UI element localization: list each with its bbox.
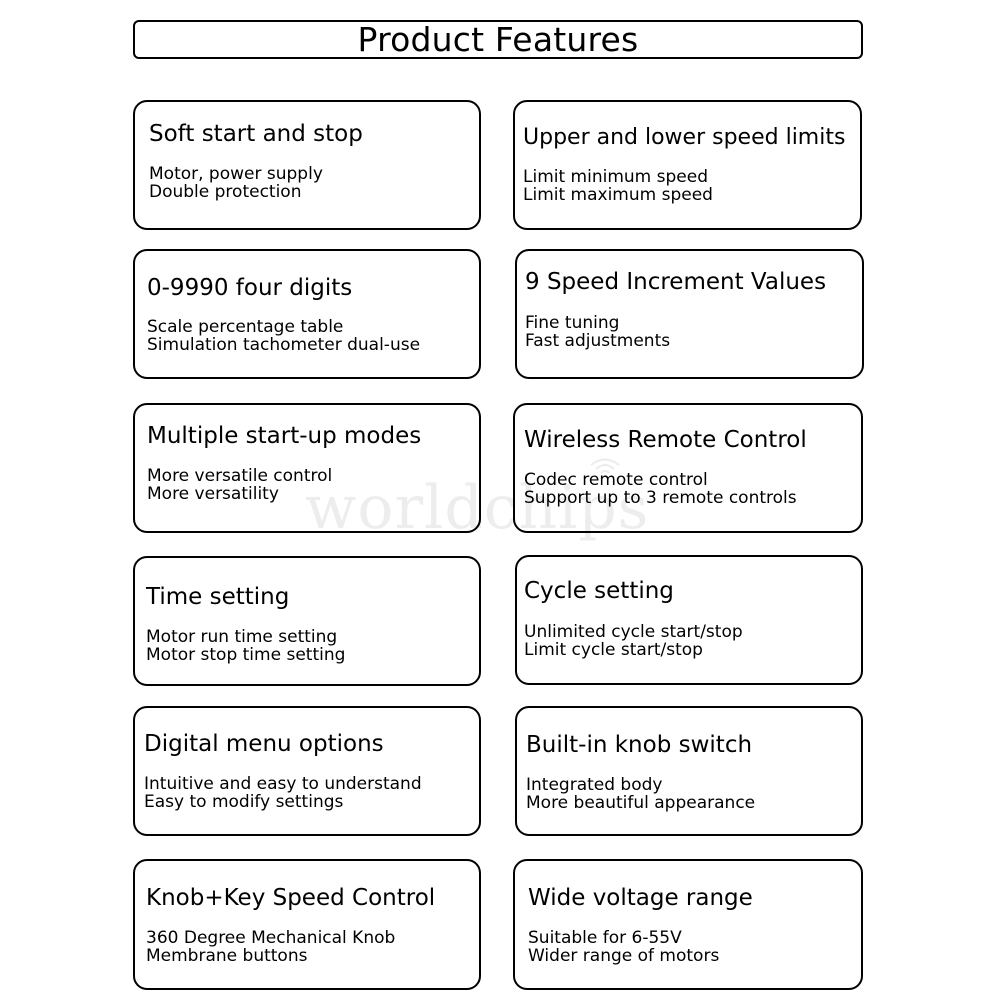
feature-card-cycle-setting: Cycle setting Unlimited cycle start/stop… [515,555,863,685]
feature-line: Motor run time setting [146,627,338,647]
feature-card-speed-increment: 9 Speed Increment Values Fine tuning Fas… [515,249,864,379]
feature-line: Double protection [149,182,302,202]
feature-description: Codec remote control Support up to 3 rem… [524,471,797,507]
feature-title: 0-9990 four digits [147,275,353,301]
feature-line: Motor stop time setting [146,645,346,665]
feature-description: Motor, power supply Double protection [149,165,323,201]
feature-line: Intuitive and easy to understand [144,774,422,794]
page-title: Product Features [133,20,863,59]
feature-title: Multiple start-up modes [147,423,422,449]
feature-line: Codec remote control [524,470,708,490]
feature-description: Integrated body More beautiful appearanc… [526,776,755,812]
feature-card-four-digits: 0-9990 four digits Scale percentage tabl… [133,249,481,379]
feature-line: Limit minimum speed [523,167,708,187]
feature-line: Suitable for 6-55V [528,928,682,948]
feature-description: Motor run time setting Motor stop time s… [146,628,345,664]
feature-line: Unlimited cycle start/stop [524,622,743,642]
feature-description: Scale percentage table Simulation tachom… [147,318,420,354]
feature-line: Scale percentage table [147,317,344,337]
feature-description: Intuitive and easy to understand Easy to… [144,775,422,811]
feature-line: Integrated body [526,775,663,795]
feature-card-voltage-range: Wide voltage range Suitable for 6-55V Wi… [513,859,863,990]
feature-line: Fast adjustments [525,331,671,351]
feature-description: Suitable for 6-55V Wider range of motors [528,929,719,965]
feature-card-knob-key-control: Knob+Key Speed Control 360 Degree Mechan… [133,859,481,990]
feature-description: 360 Degree Mechanical Knob Membrane butt… [146,929,395,965]
feature-title: Wireless Remote Control [524,427,807,453]
feature-title: Digital menu options [144,731,384,757]
feature-description: Limit minimum speed Limit maximum speed [523,168,713,204]
feature-line: More versatile control [147,466,333,486]
feature-line: Motor, power supply [149,164,323,184]
feature-line: Simulation tachometer dual-use [147,335,421,355]
feature-card-time-setting: Time setting Motor run time setting Moto… [133,556,481,686]
feature-title: Soft start and stop [149,121,363,147]
feature-line: Limit maximum speed [523,185,713,205]
feature-title: Time setting [146,584,290,610]
feature-description: Fine tuning Fast adjustments [525,314,670,350]
feature-line: Easy to modify settings [144,792,344,812]
feature-card-soft-start: Soft start and stop Motor, power supply … [133,100,481,230]
feature-card-digital-menu: Digital menu options Intuitive and easy … [133,706,481,836]
feature-card-speed-limits: Upper and lower speed limits Limit minim… [513,100,862,230]
feature-line: More beautiful appearance [526,793,756,813]
feature-title: Wide voltage range [528,885,753,911]
feature-title: Built-in knob switch [526,732,753,758]
feature-description: More versatile control More versatility [147,467,332,503]
feature-line: Membrane buttons [146,946,308,966]
feature-line: 360 Degree Mechanical Knob [146,928,396,948]
feature-description: Unlimited cycle start/stop Limit cycle s… [524,623,743,659]
feature-title: Knob+Key Speed Control [146,885,436,911]
feature-title: Upper and lower speed limits [523,125,846,150]
feature-title: 9 Speed Increment Values [525,269,827,295]
feature-line: More versatility [147,484,279,504]
feature-card-knob-switch: Built-in knob switch Integrated body Mor… [515,706,863,836]
feature-line: Support up to 3 remote controls [524,488,797,508]
feature-line: Fine tuning [525,313,620,333]
feature-title: Cycle setting [524,578,674,604]
feature-line: Wider range of motors [528,946,720,966]
feature-card-startup-modes: Multiple start-up modes More versatile c… [133,403,481,533]
feature-card-wireless-remote: Wireless Remote Control Codec remote con… [513,403,863,533]
feature-line: Limit cycle start/stop [524,640,703,660]
